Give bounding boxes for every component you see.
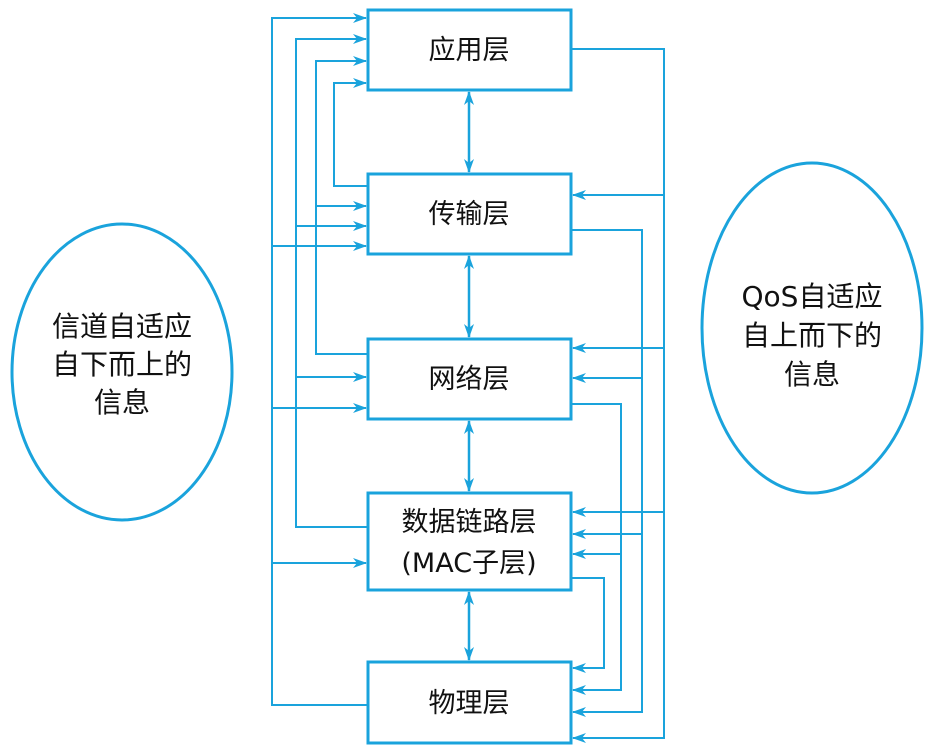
left-note-line3: 信息 xyxy=(94,386,150,419)
right-info-ellipse: QoS自适应 自上而下的 信息 xyxy=(700,161,924,495)
left-info-ellipse: 信道自适应 自下而上的 信息 xyxy=(10,222,234,522)
application-to-physical-path xyxy=(571,48,665,743)
layer-transport-label: 传输层 xyxy=(429,199,510,230)
layer-network: 网络层 xyxy=(366,337,573,421)
physical-to-application-path xyxy=(271,13,368,706)
right-note-line3: 信息 xyxy=(784,358,840,391)
layer-physical: 物理层 xyxy=(366,660,573,745)
layer-physical-label: 物理层 xyxy=(429,688,510,719)
layer-datalink-label: 数据链路层 xyxy=(402,507,537,538)
right-note-line1: QoS自适应 xyxy=(742,280,883,313)
right-note-line2: 自上而下的 xyxy=(742,319,882,352)
layer-datalink: 数据链路层 (MAC子层) xyxy=(366,491,573,592)
network-to-application-path xyxy=(315,56,368,355)
layer-transport: 传输层 xyxy=(366,172,573,256)
transport-to-physical-path xyxy=(571,229,643,717)
transport-to-application-path xyxy=(333,78,368,187)
datalink-to-application-path xyxy=(295,34,368,528)
bottom-up-paths xyxy=(271,13,368,706)
left-note-line2: 自下而上的 xyxy=(52,348,192,381)
top-down-paths xyxy=(571,48,665,743)
layer-application-label: 应用层 xyxy=(429,35,510,66)
layer-application: 应用层 xyxy=(366,8,573,92)
layer-network-label: 网络层 xyxy=(429,364,510,395)
network-to-physical-path xyxy=(571,403,622,695)
layer-datalink-sublabel: (MAC子层) xyxy=(401,548,536,579)
datalink-to-physical-path xyxy=(571,577,605,673)
left-note-line1: 信道自适应 xyxy=(52,310,192,343)
